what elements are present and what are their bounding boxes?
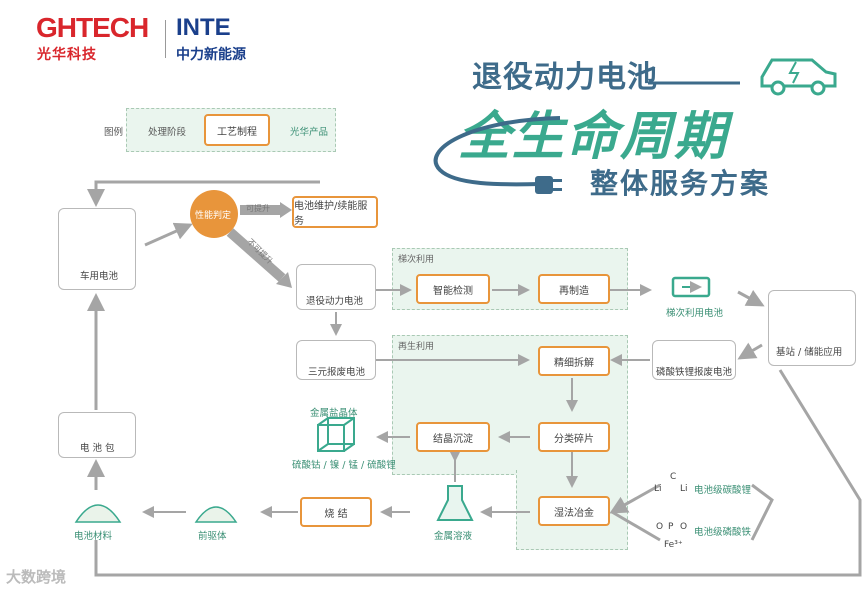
- ternary-scrap-box: [296, 340, 376, 380]
- electric-car-icon: [760, 58, 837, 96]
- base-station-label: 基站 / 储能应用: [776, 347, 843, 358]
- chem-fe: Fe³⁺: [664, 540, 683, 550]
- upgradable-label: 可提升: [246, 204, 270, 213]
- chem-c: C: [670, 472, 677, 482]
- cascade-battery-label: 梯次利用电池: [666, 308, 724, 319]
- performance-judge-circle: [190, 190, 238, 238]
- plug-icon: [535, 176, 562, 194]
- flask-icon: [436, 485, 474, 521]
- inte-logo-cn: 中力新能源: [176, 47, 246, 63]
- battery-pack-box: [58, 412, 136, 458]
- battery-pack-label: 电 池 包: [80, 443, 115, 454]
- crystal-lattice-icon: [317, 417, 355, 452]
- metal-solution-label: 金属溶液: [434, 531, 473, 542]
- ternary-scrap-label: 三元报废电池: [308, 367, 366, 378]
- inte-logo: INTE: [176, 14, 231, 41]
- title-line-1: 退役动力电池: [472, 60, 658, 95]
- legend-process: 工艺制程: [204, 114, 270, 146]
- recycle-zone-label: 再生利用: [398, 342, 435, 352]
- retired-battery-label: 退役动力电池: [306, 296, 364, 307]
- title-line-3: 整体服务方案: [590, 167, 771, 200]
- sinter-box: 烧 结: [300, 497, 372, 527]
- metal-salt-crystal-label: 金属盐晶体: [310, 408, 358, 419]
- ghtech-logo: GHTECH: [36, 12, 149, 43]
- li-carbonate-label: 电池级碳酸锂: [694, 485, 752, 496]
- title-line-2: 全生命周期: [458, 107, 729, 167]
- powder-pile-icon: [194, 506, 238, 523]
- remanufacture-box: 再制造: [538, 274, 610, 304]
- maintenance-box: 电池维护/续能服务: [292, 196, 378, 228]
- powder-pile-icon: [74, 504, 122, 523]
- chem-li-2: Li: [680, 484, 688, 494]
- performance-judge-label: 性能判定: [195, 211, 232, 221]
- logo-divider: [165, 20, 166, 58]
- legend-label: 图例: [104, 127, 124, 138]
- chem-p: P: [668, 522, 674, 532]
- title-swoosh: [433, 116, 561, 187]
- retired-battery-box: [296, 264, 376, 310]
- lfp-scrap-box: [652, 340, 736, 380]
- sort-crush-box: 分类碎片: [538, 422, 610, 452]
- battery-material-label: 电池材料: [74, 531, 113, 542]
- recycle-battery-icon: [671, 276, 711, 298]
- chem-o-2: O: [680, 522, 688, 532]
- cascade-zone-label: 梯次利用: [398, 255, 435, 265]
- watermark: 大数跨境: [6, 568, 67, 586]
- chem-li-1: Li: [654, 484, 662, 494]
- vehicle-battery-label: 车用电池: [80, 271, 119, 282]
- legend-stage: 处理阶段: [148, 127, 187, 138]
- wet-metallurgy-box: 湿法冶金: [538, 496, 610, 526]
- legend-product: 光华产品: [290, 127, 329, 138]
- lfp-scrap-label: 磷酸铁锂报废电池: [656, 367, 733, 378]
- smart-test-box: 智能检测: [416, 274, 490, 304]
- crystallize-box: 结晶沉淀: [416, 422, 490, 452]
- vehicle-battery-box: [58, 208, 136, 290]
- metal-salts-label: 硫酸钴 / 镍 / 锰 / 硫酸锂: [292, 460, 396, 471]
- fine-dismantle-box: 精细拆解: [538, 346, 610, 376]
- chem-o-1: O: [656, 522, 664, 532]
- base-station-box: [768, 290, 856, 366]
- fe-phosphate-label: 电池级磷酸铁: [694, 527, 752, 538]
- precursor-label: 前驱体: [198, 531, 227, 542]
- ghtech-logo-cn: 光华科技: [37, 47, 97, 63]
